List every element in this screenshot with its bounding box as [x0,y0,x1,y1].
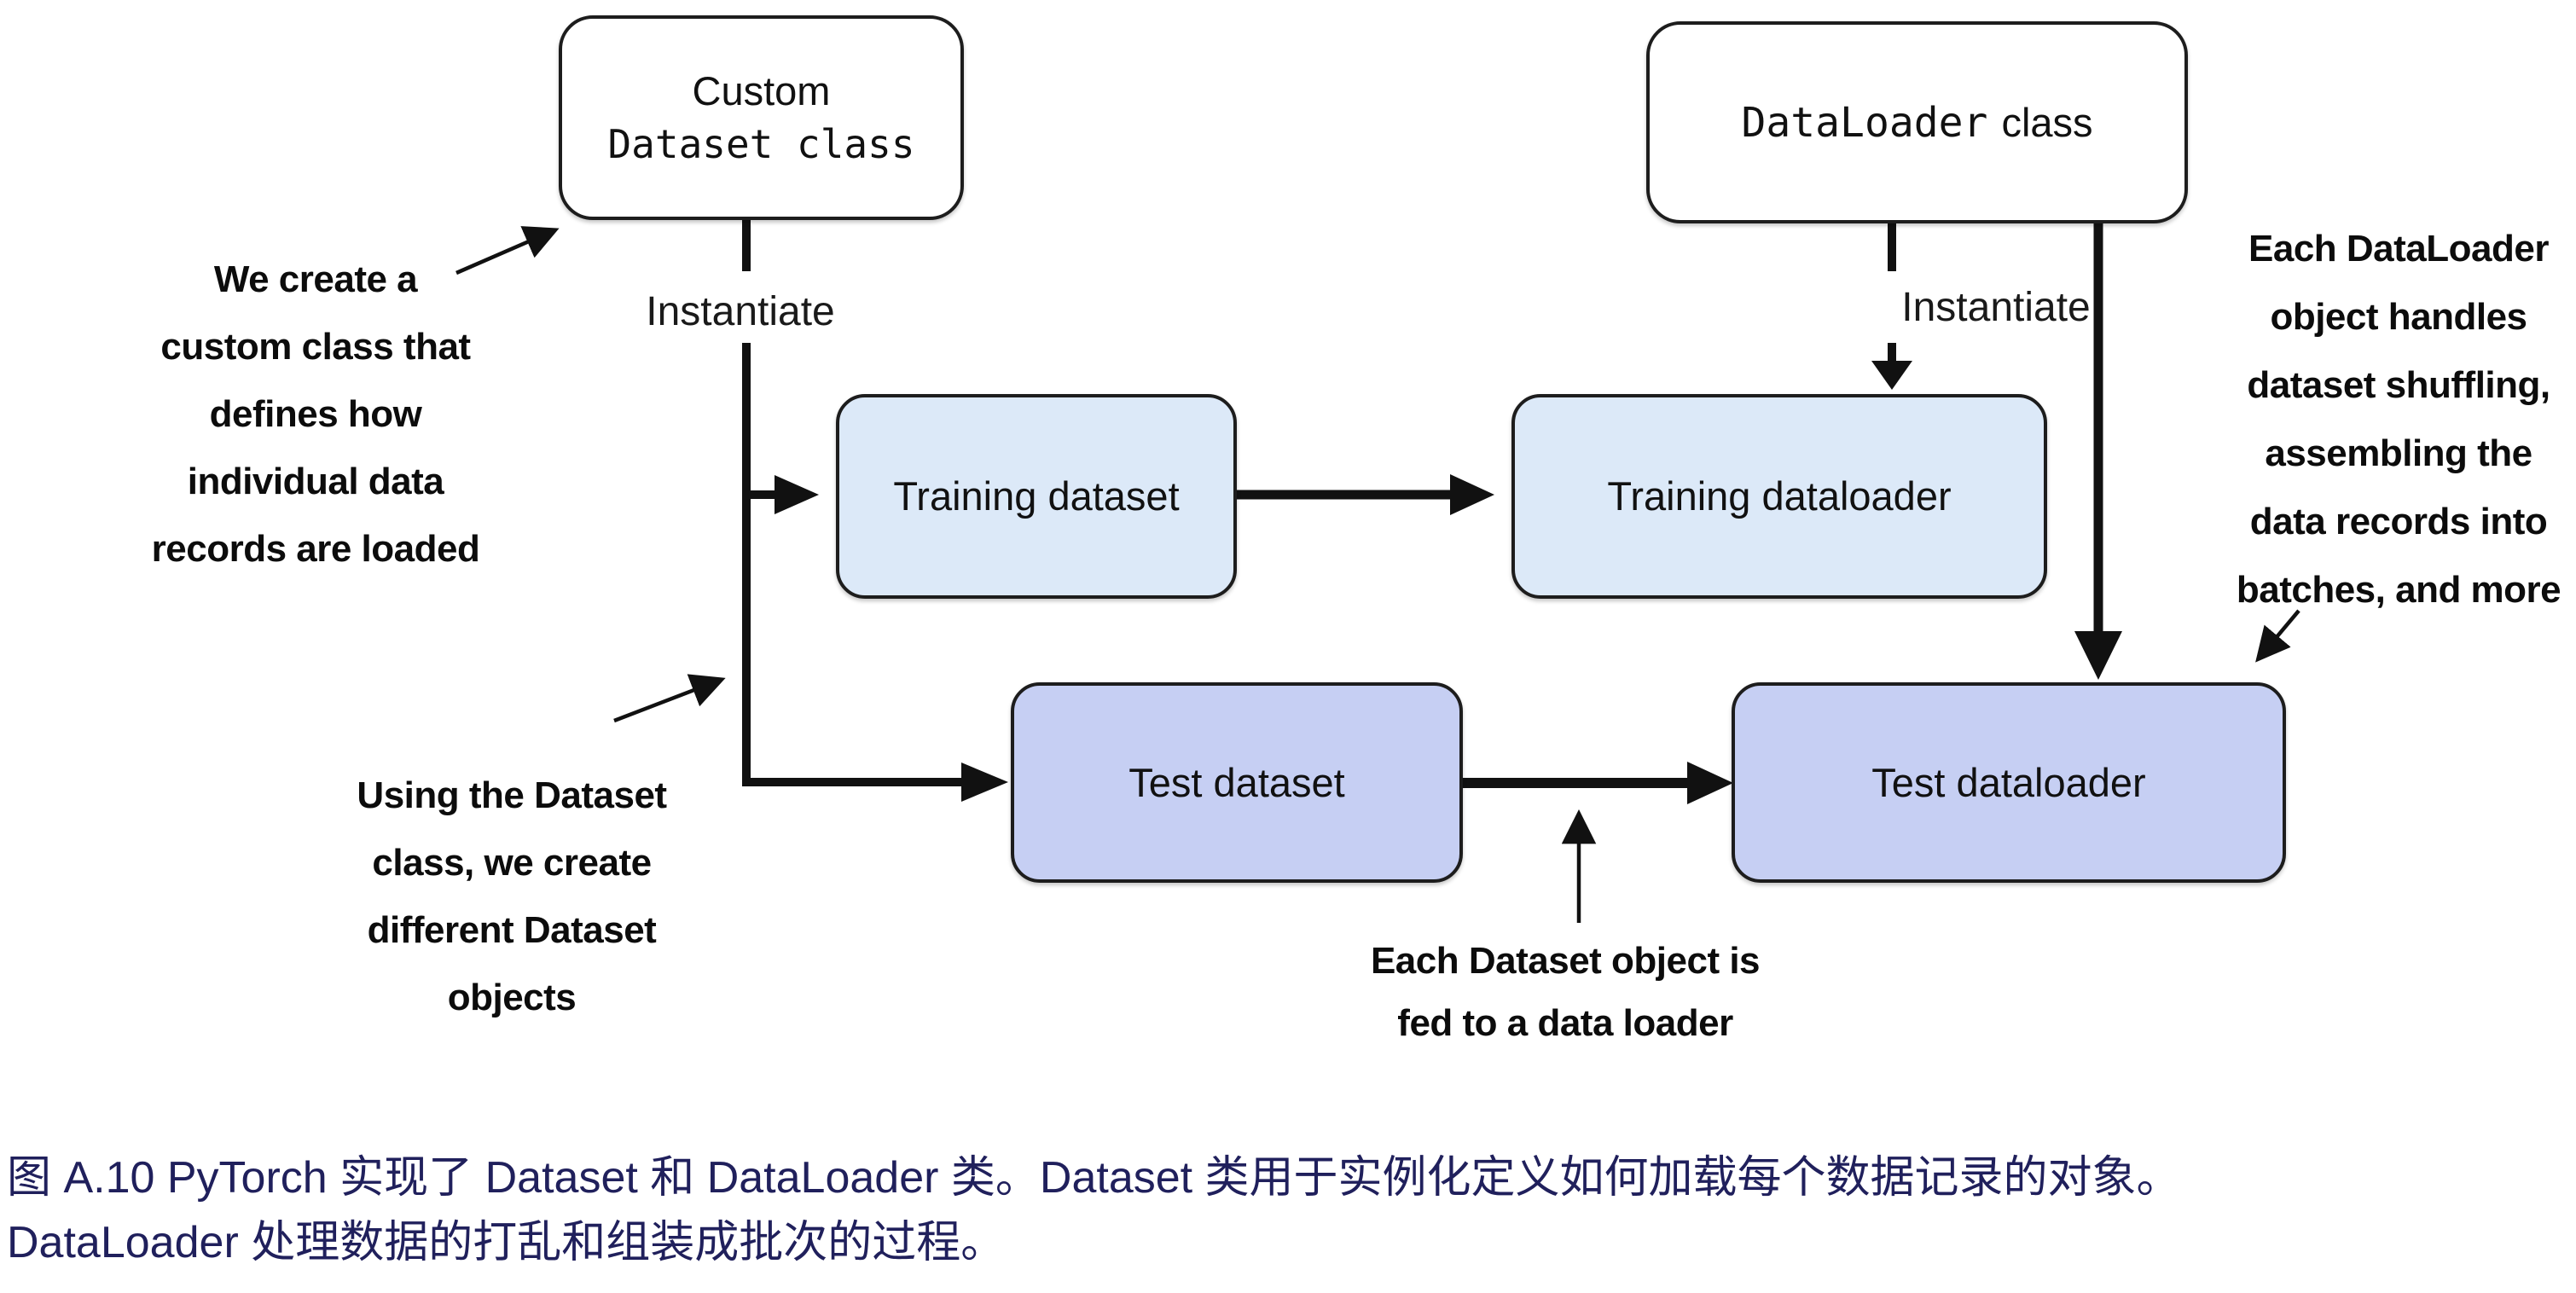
annotation-bottom: Each Dataset object is fed to a data loa… [1370,930,1761,1054]
annotation-lower-left-arrow [613,674,726,723]
annotation-left-line: defines how [209,393,422,435]
test-dataset-arrowhead [961,762,1008,802]
annotation-left-line: records are loaded [151,528,480,570]
annotation-right-line: Each DataLoader [2248,228,2549,270]
custom-dataset-class-box: Custom Dataset class [559,15,964,220]
annotation-lower-left-line: class, we create [372,842,652,884]
annotation-right-line: data records into [2249,501,2548,542]
annotation-left-line: We create a [213,258,418,300]
annotation-right-line: assembling the [2265,432,2532,474]
training-dataset-box: Training dataset [836,394,1237,599]
annotation-lower-left-line: different Dataset [367,909,657,951]
training-dataloader-label: Training dataloader [1607,473,1952,519]
annotation-bottom-line: Each Dataset object is [1370,940,1761,982]
training-dataset-label: Training dataset [893,473,1180,519]
annotation-left-arrow [455,226,560,275]
training-dataloader-box: Training dataloader [1511,394,2047,599]
annotation-left-line: individual data [187,461,444,502]
annotation-right-line: dataset shuffling, [2247,364,2550,406]
test-dataloader-top-arrowhead [2074,631,2122,680]
annotation-left-line: custom class that [160,326,471,368]
dataloader-class-suffix: class [2001,99,2093,145]
dataloader-class-label: DataLoader class [1741,96,2092,149]
annotation-right-line: object handles [2270,296,2527,338]
instantiate-label-left: Instantiate [646,289,835,334]
test-dataset-label: Test dataset [1128,759,1345,805]
figure-caption-line1: 图 A.10 PyTorch 实现了 Dataset 和 DataLoader … [7,1153,2181,1203]
annotation-lower-left-line: Using the Dataset [357,774,667,816]
instantiate-label-right: Instantiate [1901,285,2091,330]
dataloader-code-text: DataLoader [1741,98,1988,147]
dataloader-class-box: DataLoader class [1646,21,2188,223]
annotation-right: Each DataLoader object handles dataset s… [2237,215,2561,624]
test-dataloader-arrowhead [1687,762,1733,804]
custom-dataset-class-line1: Custom [692,68,831,113]
test-dataloader-label: Test dataloader [1871,759,2146,805]
annotation-lower-left: Using the Dataset class, we create diffe… [357,762,667,1031]
annotation-right-line: batches, and more [2236,569,2561,611]
training-dataset-arrowhead [775,475,819,514]
custom-dataset-class-line2: Dataset class [607,121,915,167]
test-dataset-box: Test dataset [1011,682,1463,883]
annotation-lower-left-line: objects [447,977,577,1018]
test-dataloader-box: Test dataloader [1732,682,2286,883]
annotation-right-arrow [2255,609,2300,663]
training-dataloader-arrowhead [1450,474,1494,515]
annotation-bottom-line: fed to a data loader [1397,1002,1733,1044]
annotation-left: We create a custom class that defines ho… [152,246,480,583]
custom-to-test-dataset-line [742,343,961,786]
figure-caption-line2: DataLoader 处理数据的打乱和组装成批次的过程。 [7,1218,1006,1267]
training-dataloader-top-arrowhead [1871,361,1912,390]
